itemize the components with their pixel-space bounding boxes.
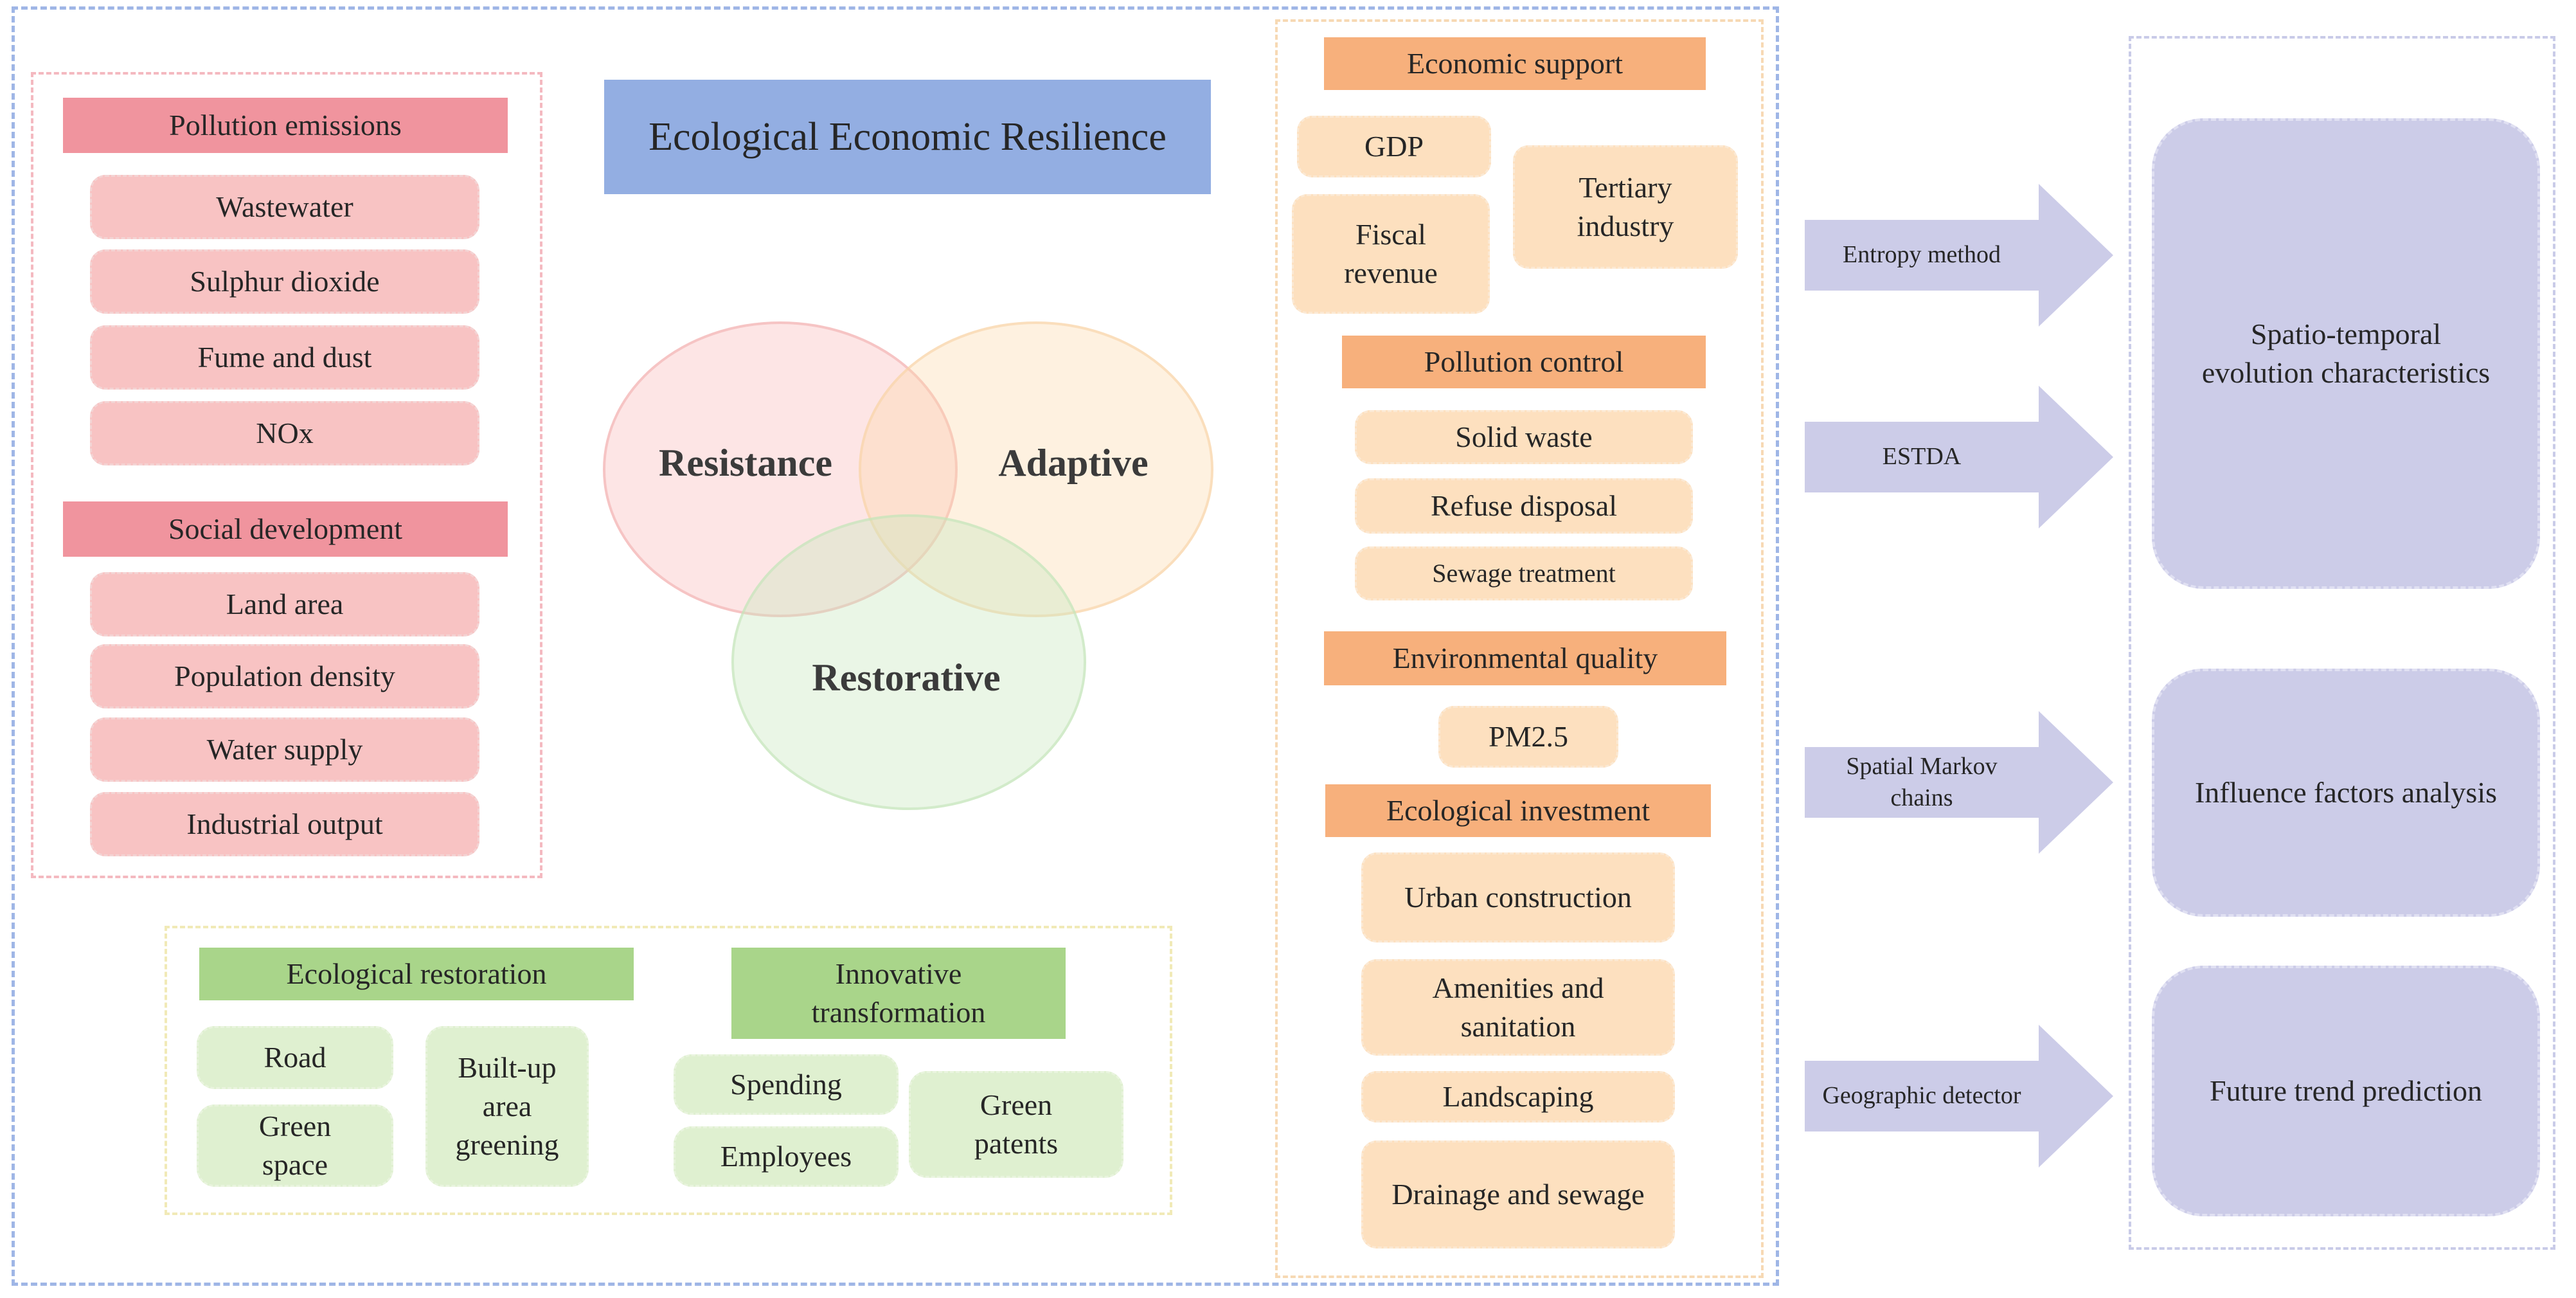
innovation-item-spending: Spending bbox=[674, 1054, 899, 1115]
outcomes-panel-frame bbox=[2129, 36, 2555, 1250]
diagram-title: Ecological Economic Resilience bbox=[604, 80, 1211, 194]
pollution-control-header: Pollution control bbox=[1342, 336, 1706, 388]
arrow-entropy-method bbox=[1805, 184, 2113, 327]
venn-circle-restorative bbox=[731, 514, 1086, 810]
ecological-investment-header: Ecological investment bbox=[1325, 784, 1711, 837]
restoration-item-road: Road bbox=[197, 1026, 393, 1089]
economic-support-header: Economic support bbox=[1324, 37, 1706, 90]
economic-indicators-group-frame bbox=[1275, 19, 1764, 1278]
outcome-future-trend: Future trend prediction bbox=[2152, 966, 2540, 1216]
restoration-item-builtup-greening: Built-up area greening bbox=[425, 1026, 589, 1187]
pollution-social-group-frame bbox=[31, 72, 542, 878]
investment-item-urban-construction: Urban construction bbox=[1361, 852, 1675, 942]
arrow-estda bbox=[1805, 386, 2113, 528]
method-label-spatial-markov: Spatial Markov chains bbox=[1846, 752, 1998, 811]
social-item-industrial-output: Industrial output bbox=[90, 792, 479, 856]
outcome-spatio-temporal: Spatio-temporal evolution characteristic… bbox=[2152, 118, 2540, 589]
pollution-item-fume-dust: Fume and dust bbox=[90, 325, 479, 390]
outcome-influence-factors: Influence factors analysis bbox=[2152, 669, 2540, 917]
innovation-item-employees: Employees bbox=[674, 1126, 899, 1187]
innovative-transformation-header: Innovative transformation bbox=[731, 948, 1066, 1039]
investment-item-amenities-sanitation: Amenities and sanitation bbox=[1361, 959, 1675, 1056]
venn-label-resistance: Resistance bbox=[659, 441, 832, 484]
method-label-geographic-detector: Geographic detector bbox=[1822, 1082, 2021, 1110]
pollution-control-item-refuse-disposal: Refuse disposal bbox=[1355, 478, 1693, 534]
social-item-population-density: Population density bbox=[90, 644, 479, 708]
pollution-emissions-header: Pollution emissions bbox=[63, 98, 508, 153]
investment-item-drainage-sewage: Drainage and sewage bbox=[1361, 1140, 1675, 1248]
pollution-item-sulphur-dioxide: Sulphur dioxide bbox=[90, 249, 479, 314]
arrow-geographic-detector bbox=[1805, 1025, 2113, 1167]
ecological-restoration-header: Ecological restoration bbox=[199, 948, 634, 1000]
economic-item-gdp: GDP bbox=[1297, 116, 1491, 177]
pollution-item-nox: NOx bbox=[90, 401, 479, 465]
social-item-water-supply: Water supply bbox=[90, 717, 479, 782]
arrow-spatial-markov bbox=[1805, 711, 2113, 854]
innovation-item-green-patents: Green patents bbox=[909, 1071, 1123, 1178]
left-panel-frame bbox=[12, 6, 1779, 1286]
investment-item-landscaping: Landscaping bbox=[1361, 1071, 1675, 1122]
economic-item-fiscal-revenue: Fiscal revenue bbox=[1292, 194, 1490, 314]
environmental-item-pm25: PM2.5 bbox=[1438, 706, 1618, 768]
pollution-item-wastewater: Wastewater bbox=[90, 175, 479, 239]
venn-label-adaptive: Adaptive bbox=[998, 441, 1149, 484]
restoration-item-green-space: Green space bbox=[197, 1104, 393, 1187]
method-label-estda: ESTDA bbox=[1882, 443, 1962, 471]
pollution-control-item-sewage-treatment: Sewage treatment bbox=[1355, 546, 1693, 600]
economic-item-tertiary-industry: Tertiary industry bbox=[1513, 145, 1738, 269]
method-label-entropy: Entropy method bbox=[1843, 241, 2001, 269]
pollution-control-item-solid-waste: Solid waste bbox=[1355, 410, 1693, 464]
restoration-innovation-group-frame bbox=[165, 926, 1172, 1215]
social-item-land-area: Land area bbox=[90, 572, 479, 636]
social-development-header: Social development bbox=[63, 501, 508, 557]
venn-label-restorative: Restorative bbox=[812, 656, 1001, 699]
environmental-quality-header: Environmental quality bbox=[1324, 631, 1726, 685]
